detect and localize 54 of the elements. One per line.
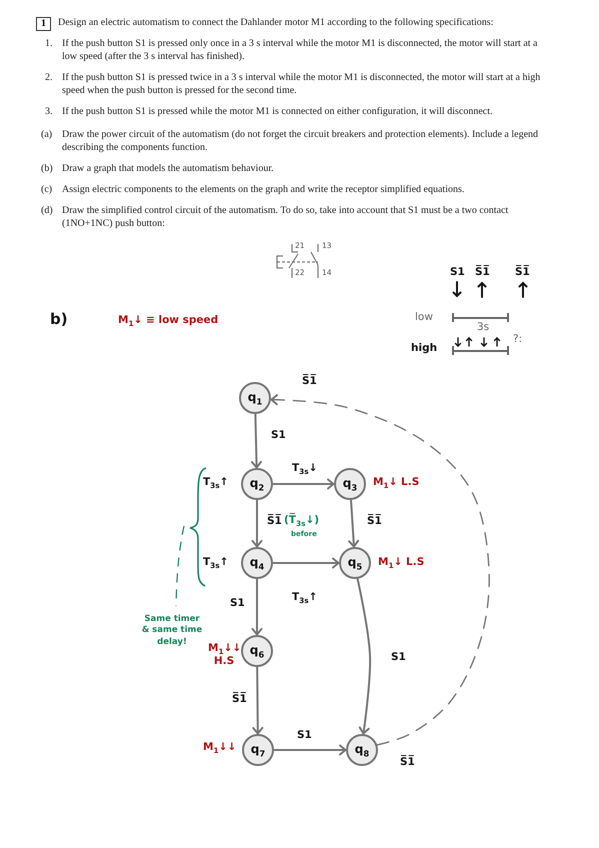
item-number: 3. (45, 106, 52, 118)
signal-label: S̅1̅ (302, 375, 317, 388)
arrow (272, 478, 335, 490)
question-item: Assign electric components to the elements on the graph and write the receptor simplified equations. (62, 184, 466, 196)
note-text: ?: (513, 333, 522, 346)
signal-label: S̅1̅ (515, 266, 530, 279)
arrow (273, 744, 347, 756)
signal-label: S̅1̅ (475, 266, 490, 279)
annotation-text: Same timer & same time delay! (140, 614, 204, 648)
signal-label: S1 (450, 266, 465, 279)
question-item: If the push button S1 is pressed only once in a 3 s interval while the motor M1 is disconnected, the motor will start at a low speed (after the 3 s interval has finished). (62, 38, 538, 63)
state-circle: q$_{6}$ (241, 635, 273, 667)
question-number: 1 (36, 17, 51, 31)
arrow (270, 394, 490, 746)
state-action: T$_{3s}$↑ (203, 556, 228, 569)
state-action: T$_{3s}$↑ (203, 476, 228, 489)
state-circle: q$_{2}$ (241, 468, 273, 500)
item-letter: (d) (41, 205, 53, 218)
state-action: M$_{1}$↓ L.S (373, 476, 420, 489)
arrow (252, 666, 264, 735)
item-number: 1. (45, 38, 52, 50)
item-letter: (a) (41, 129, 52, 142)
edge-label: T$_{3s}$↓ (291, 462, 318, 475)
arrow (272, 558, 340, 568)
state-action: M$_{1}$↓↓ (203, 741, 236, 754)
question-text: Design an electric automatism to connect the Dahlander motor M1 according to the following specifications: (58, 17, 494, 30)
state-circle: q$_{1}$ (239, 382, 271, 414)
arrow (252, 578, 262, 636)
question-item: Draw the power circuit of the automatism (do not forget the circuit breakers and protection elements). Include a legend describing the components function. (62, 129, 540, 154)
interval-label: 3s (477, 321, 490, 334)
note-text: M$_{1}$↓ ≡ low speed (118, 314, 218, 327)
state-circle: q$_{7}$ (242, 734, 274, 766)
row-label: high (411, 342, 438, 355)
annotation-text: (T̅$_{3s}$↓) (284, 514, 320, 527)
arrow (356, 578, 372, 736)
state-circle: q$_{8}$ (346, 734, 378, 766)
edge-label: T$_{3s}$↑ (291, 591, 318, 604)
question-item: If the push button S1 is pressed while the motor M1 is connected on either configuration, it will disconnect. (62, 106, 494, 118)
arrow (251, 413, 262, 469)
part-label: b) (50, 310, 68, 328)
arrow (348, 498, 360, 548)
question-item: If the push button S1 is pressed twice in a 3 s interval while the motor M1 is disconnected, the motor will start at a high speed when the push button is pressed for the second time. (62, 72, 542, 97)
item-letter: (c) (41, 184, 52, 196)
state-circle: q$_{5}$ (339, 547, 371, 579)
state-circle: q$_{4}$ (241, 547, 273, 579)
row-label: low (415, 311, 433, 324)
question-item: Draw a graph that models the automatism behaviour. (62, 163, 275, 176)
state-action: M$_{1}$↓↓ H.S (208, 642, 240, 668)
item-letter: (b) (41, 163, 53, 176)
item-number: 2. (45, 72, 52, 84)
state-action: M$_{1}$↓ L.S (378, 556, 424, 569)
question-item: Draw the simplified control circuit of the automatism. To do so, take into account that S1 must be a two contact (1NO+1NC) push button: (62, 205, 510, 230)
state-circle: q$_{3}$ (334, 468, 366, 500)
arrow (252, 499, 262, 548)
